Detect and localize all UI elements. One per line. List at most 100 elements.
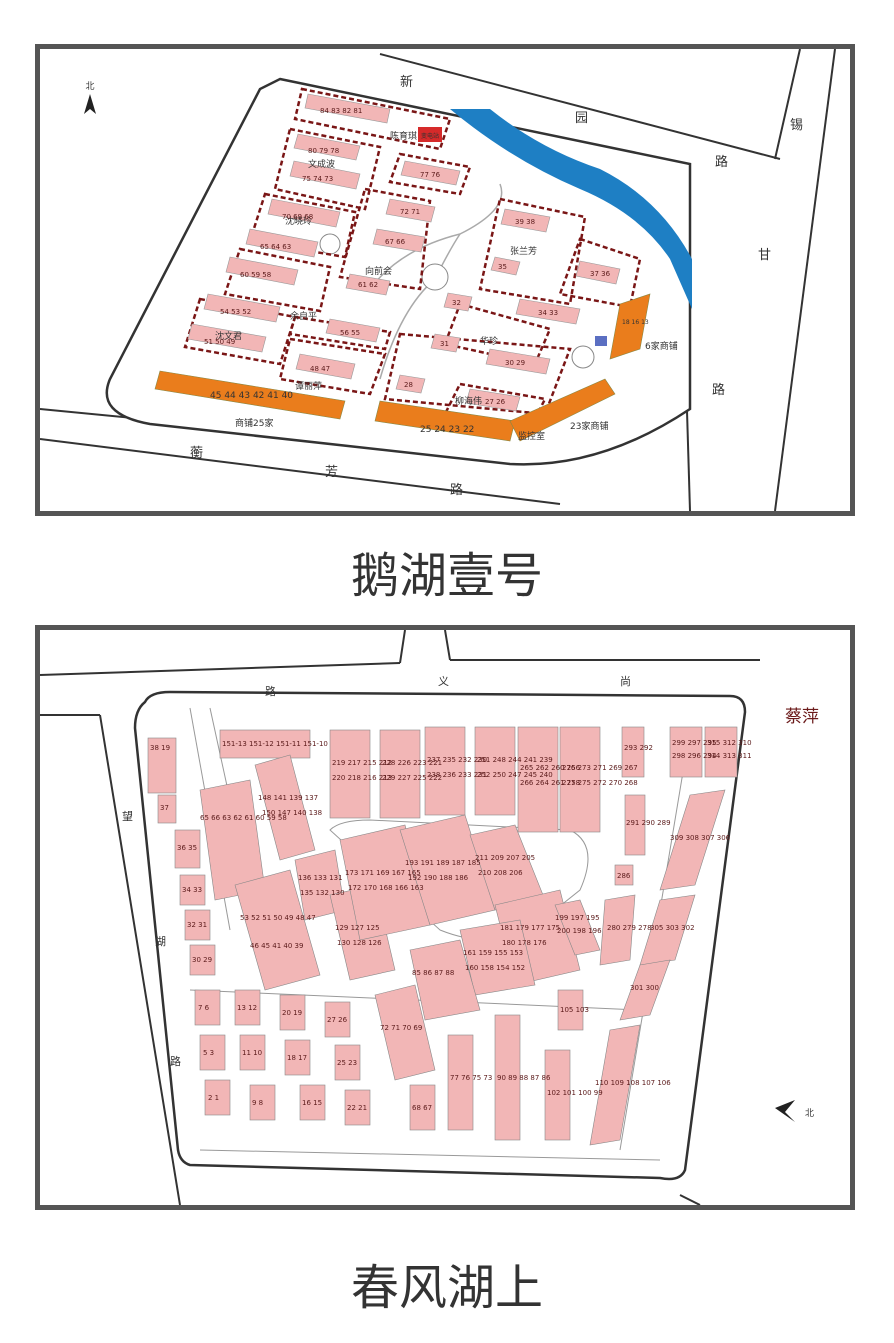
block-label: 61 62 (358, 281, 378, 289)
block-label: 27 26 (327, 1016, 348, 1024)
road-label-right-top: 锡 (790, 118, 803, 133)
road-label-top-2: 园 (575, 111, 588, 126)
road-edge (444, 630, 451, 661)
block-label: 160 158 154 152 (465, 964, 525, 972)
block-label: 9 8 (252, 1099, 263, 1107)
block-label: 22 21 (347, 1104, 367, 1112)
road-edge (679, 1194, 701, 1205)
block-label: 16 15 (302, 1099, 322, 1107)
block-label: 31 (440, 340, 449, 348)
block-label: 314 313 311 (707, 752, 752, 760)
block-number-labels: 38 19 37 36 35 34 33 32 31 30 29 65 66 6… (150, 739, 752, 1112)
block-label: 280 279 278 (607, 924, 652, 932)
substation-label: 变电站 (421, 132, 439, 140)
block-label: 277 275 272 270 268 (562, 779, 638, 787)
block-label: 110 109 108 107 106 (595, 1079, 671, 1087)
road-edge (99, 714, 181, 1205)
block-label: 18 17 (287, 1054, 307, 1062)
block-label: 238 236 233 231 (427, 771, 487, 779)
block-label: 67 66 (385, 238, 406, 246)
block-label: 77 76 75 73 (450, 1074, 492, 1082)
block-label: 193 191 189 187 185 (405, 859, 481, 867)
block-label: 301 300 (630, 984, 659, 992)
block-label: 102 101 100 99 (547, 1089, 603, 1097)
block-label: 75 74 73 (302, 175, 333, 183)
block-label: 293 292 (624, 744, 653, 752)
north-label: 北 (85, 81, 94, 92)
road-label-bottom-3: 路 (450, 482, 463, 498)
owner-label: 向前会 (365, 265, 392, 277)
owner-label: 谭丽萍 (295, 381, 322, 392)
block-label: 77 76 (420, 171, 441, 179)
block-label: 37 36 (590, 270, 611, 278)
block-label: 53 52 51 50 49 48 47 (240, 914, 316, 922)
block-label: 25 23 (337, 1059, 357, 1067)
block-label: 60 59 58 (240, 271, 271, 279)
road-label-bottom-1: 蘅 (190, 446, 203, 461)
river (450, 109, 692, 309)
building-blocks (187, 93, 621, 412)
block-label: 315 312 310 (707, 739, 752, 747)
block-label: 32 (452, 299, 461, 307)
road-label-top-3: 尚 (620, 674, 631, 688)
block-label: 72 71 70 69 (380, 1024, 422, 1032)
block-label: 30 29 (192, 956, 212, 964)
block-label: 85 86 87 88 (412, 969, 454, 977)
block-label: 70 69 68 (282, 213, 313, 221)
block-label: 265 262 260 256 (520, 764, 581, 772)
block-label: 28 (404, 381, 413, 389)
owner-label: 张兰芳 (510, 245, 537, 257)
roundabout (319, 233, 341, 255)
block-label: 20 19 (282, 1009, 302, 1017)
block-label: 219 217 215 212 (332, 759, 392, 767)
block-label: 199 197 195 (555, 914, 600, 922)
road-edge (379, 53, 781, 160)
block-label: 30 29 (505, 359, 525, 367)
block-label: 151-13 151-12 151-11 151-10 (222, 740, 328, 748)
block-label: 266 264 261 258 (520, 779, 580, 787)
block-label: 27 26 (485, 398, 506, 406)
block-label: 135 132 130 (300, 889, 345, 897)
block-label: 46 45 41 40 39 (250, 942, 303, 950)
corner-label: 蔡萍 (785, 707, 819, 727)
shop-label: 商铺25家 (235, 417, 273, 429)
block-label: 220 218 216 213 (332, 774, 392, 782)
block-label: 130 128 126 (337, 939, 382, 947)
shop-label: 6家商铺 (645, 340, 678, 352)
shop-label: 18 16 13 (622, 319, 649, 326)
block-label: 276 273 271 269 267 (562, 764, 638, 772)
map1-caption: 鹅湖壹号 (350, 548, 543, 604)
road-label-left-1: 望 (122, 810, 133, 823)
shop-strips (154, 293, 651, 442)
map-ehu-yihao: 变电站 北 新 园 路 锡 甘 路 蘅 芳 路 陈育琪 文成波 沈晓玲 向前会 … (40, 49, 850, 511)
road-label-left-3: 路 (170, 1055, 181, 1068)
block-label: 38 19 (150, 744, 170, 752)
north-label: 北 (805, 1108, 814, 1119)
road-edge (774, 49, 801, 160)
owner-label: 沈晓玲 (285, 215, 312, 227)
block-label: 136 133 131 (298, 874, 343, 882)
owner-label: 柳海伟 (455, 395, 482, 407)
shop-label: 23家商铺 (570, 420, 608, 432)
road-label-top-1: 新 (400, 74, 413, 90)
block-label: 286 (617, 872, 631, 880)
block-label: 291 290 289 (626, 819, 671, 827)
block-label: 65 64 63 (260, 243, 291, 251)
road-label-top-1: 路 (265, 685, 276, 698)
block-label: 51 50 49 (204, 338, 235, 346)
north-arrow-icon (775, 1100, 795, 1122)
block-label: 34 33 (182, 886, 202, 894)
shop-labels: 45 44 43 42 41 40 商铺25家 25 24 23 22 23家商… (210, 319, 678, 435)
block-number-labels: 84 83 82 81 80 79 78 75 74 73 70 69 68 6… (204, 107, 611, 406)
block-label: 298 296 294 (672, 752, 717, 760)
block-label: 237 235 232 230 (427, 756, 487, 764)
block-label: 5 3 (203, 1049, 214, 1057)
block-label: 161 159 155 153 (463, 949, 523, 957)
block-label: 129 127 125 (335, 924, 380, 932)
shop-label: 45 44 43 42 41 40 (210, 391, 293, 401)
block-label: 251 248 244 241 239 (477, 756, 553, 764)
map-chunfeng-hushang: 路 义 尚 望 湖 路 蔡萍 北 38 19 37 36 35 34 33 32… (40, 630, 819, 1205)
block-label: 252 250 247 245 240 (477, 771, 553, 779)
road-label-top-3: 路 (715, 154, 728, 170)
block-label: 180 178 176 (502, 939, 547, 947)
